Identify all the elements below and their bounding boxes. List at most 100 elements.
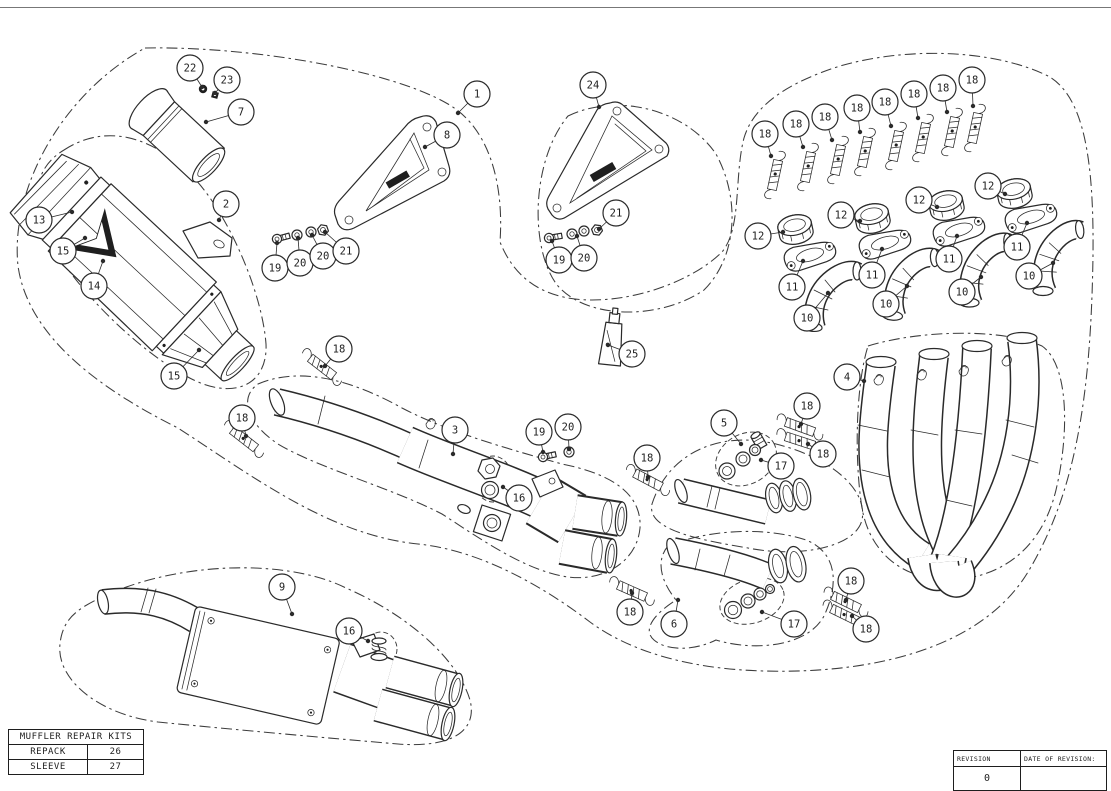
- svg-text:18: 18: [817, 449, 830, 461]
- bolt-19: [536, 449, 558, 464]
- callout-20: 20: [309, 232, 337, 270]
- carbon-bracket-8: [333, 115, 451, 231]
- callout-6: 6: [660, 597, 688, 638]
- callout-11: 11: [1003, 220, 1031, 261]
- callout-10: 10: [948, 274, 984, 306]
- kit-row-value: 27: [87, 759, 144, 775]
- slipon-muffler: [96, 587, 464, 742]
- svg-text:18: 18: [879, 97, 892, 109]
- svg-text:18: 18: [641, 453, 654, 465]
- svg-text:3: 3: [452, 425, 458, 437]
- svg-text:12: 12: [835, 210, 848, 222]
- callout-15: 15: [160, 347, 202, 390]
- callout-12: 12: [905, 186, 940, 214]
- boundary-complete-kit: [16, 47, 1094, 672]
- plug-kit-16: [370, 637, 388, 662]
- bolt-19: [270, 230, 292, 246]
- svg-text:17: 17: [788, 619, 801, 631]
- svg-text:18: 18: [851, 103, 864, 115]
- callout-12: 12: [744, 222, 786, 250]
- nut-21: [590, 223, 604, 237]
- svg-text:13: 13: [33, 215, 46, 227]
- callout-18: 18: [633, 444, 661, 480]
- svg-text:18: 18: [759, 129, 772, 141]
- svg-text:25: 25: [626, 349, 639, 361]
- svg-text:18: 18: [819, 112, 832, 124]
- callout-3: 3: [441, 416, 469, 457]
- svg-text:5: 5: [721, 418, 727, 430]
- svg-text:6: 6: [671, 619, 677, 631]
- callout-9: 9: [268, 573, 296, 617]
- svg-text:20: 20: [562, 422, 575, 434]
- callout-21: 21: [322, 229, 360, 265]
- muffler-repair-kits-table: MUFFLER REPAIR KITS REPACK 26 SLEEVE 27: [8, 729, 144, 775]
- callout-18: 18: [616, 590, 644, 626]
- svg-text:22: 22: [184, 63, 197, 75]
- pipe-5-group: [674, 431, 812, 525]
- callout-21: 21: [596, 199, 630, 232]
- callout-11: 11: [858, 246, 886, 289]
- callout-17: 17: [758, 452, 795, 480]
- svg-text:12: 12: [752, 231, 765, 243]
- paste-tube-25: [597, 307, 623, 367]
- callout-23: 23: [212, 66, 241, 96]
- callout-18: 18: [751, 120, 779, 159]
- kit-row-value: 26: [87, 744, 144, 760]
- svg-text:10: 10: [880, 299, 893, 311]
- svg-text:12: 12: [982, 181, 995, 193]
- boundary-slipon-muffler-group: [59, 567, 472, 746]
- callout-7: 7: [203, 98, 255, 126]
- callout-1: 1: [455, 80, 491, 116]
- callout-15: 15: [49, 235, 88, 265]
- svg-text:21: 21: [610, 208, 623, 220]
- callout-12: 12: [827, 201, 863, 229]
- callout-11: 11: [778, 258, 806, 301]
- svg-text:20: 20: [294, 258, 307, 270]
- callout-18: 18: [958, 66, 986, 109]
- callout-18: 18: [228, 404, 256, 439]
- svg-text:1: 1: [474, 89, 480, 101]
- boundary-oring-set-a: [715, 431, 777, 487]
- callout-5: 5: [710, 409, 744, 447]
- svg-text:18: 18: [624, 607, 637, 619]
- revision-header: REVISION: [953, 750, 1021, 767]
- svg-text:19: 19: [553, 255, 566, 267]
- svg-text:15: 15: [168, 371, 181, 383]
- callout-19: 19: [545, 238, 573, 274]
- perforated-top-edge: [0, 1, 1111, 8]
- revision-table: REVISION DATE OF REVISION: 0: [953, 750, 1107, 791]
- svg-text:8: 8: [444, 130, 450, 142]
- callout-16: 16: [335, 617, 371, 645]
- svg-text:11: 11: [866, 270, 879, 282]
- main-muffler: [9, 153, 255, 382]
- callout-18: 18: [929, 74, 957, 115]
- callout-18: 18: [849, 613, 880, 643]
- svg-text:20: 20: [317, 251, 330, 263]
- pipe-6-group: [666, 537, 807, 620]
- svg-text:18: 18: [937, 83, 950, 95]
- callout-13: 13: [25, 206, 75, 234]
- svg-text:2: 2: [223, 199, 229, 211]
- callout-18: 18: [871, 88, 899, 129]
- muffler-bracket-tab: [182, 221, 233, 259]
- callout-18: 18: [843, 94, 871, 135]
- boundary-bracket-group: [537, 104, 733, 313]
- callout-14: 14: [80, 258, 108, 300]
- svg-text:23: 23: [221, 75, 234, 87]
- svg-text:12: 12: [913, 195, 926, 207]
- callout-2: 2: [212, 190, 240, 223]
- kit-table-title: MUFFLER REPAIR KITS: [8, 729, 144, 745]
- svg-text:11: 11: [943, 254, 956, 266]
- kit-row-label: REPACK: [8, 744, 88, 760]
- svg-text:18: 18: [790, 119, 803, 131]
- svg-text:18: 18: [860, 624, 873, 636]
- callout-10: 10: [793, 290, 831, 332]
- callout-10: 10: [872, 283, 910, 318]
- kit-group-boundaries: [16, 47, 1094, 746]
- callout-20: 20: [570, 233, 598, 272]
- svg-text:18: 18: [966, 75, 979, 87]
- svg-text:17: 17: [775, 461, 788, 473]
- svg-text:18: 18: [333, 344, 346, 356]
